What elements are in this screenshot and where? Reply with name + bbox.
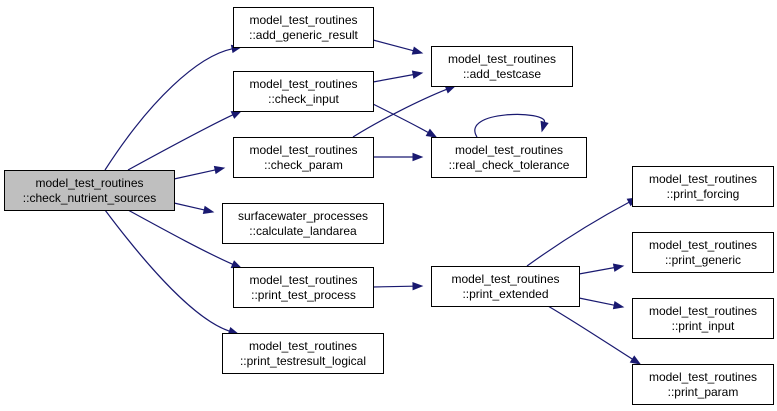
node-box <box>233 137 374 178</box>
node-routine-label: ::print_forcing <box>667 187 740 201</box>
node-routine-label: ::print_extended <box>462 287 548 301</box>
node-box <box>233 71 374 112</box>
edge-layer <box>104 39 642 365</box>
arrowhead-check_input-to-real_check_tolerance <box>425 128 438 138</box>
edge-check_param-to-add_testcase <box>352 88 447 138</box>
node-box <box>222 333 384 374</box>
node-box <box>222 203 384 244</box>
node-module-label: model_test_routines <box>249 13 357 27</box>
node-module-label: model_test_routines <box>649 370 757 384</box>
node-box <box>632 166 774 207</box>
node-module-label: model_test_routines <box>249 339 357 353</box>
node-box <box>632 298 774 339</box>
node-routine-label: ::add_generic_result <box>249 28 358 42</box>
node-print_param[interactable]: model_test_routines::print_param <box>632 364 774 405</box>
node-box <box>431 137 587 178</box>
arrowhead-print_extended-to-print_generic <box>612 263 625 272</box>
node-box <box>431 46 573 87</box>
node-module-label: model_test_routines <box>649 172 757 186</box>
node-print_forcing[interactable]: model_test_routines::print_forcing <box>632 166 774 207</box>
edge-real_check_tolerance-to-real_check_tolerance <box>474 113 546 138</box>
node-module-label: model_test_routines <box>649 238 757 252</box>
node-routine-label: ::print_generic <box>665 253 741 267</box>
arrowhead-check_nutrient_sources-to-calculate_landarea <box>202 205 215 214</box>
node-check_nutrient_sources[interactable]: model_test_routines::check_nutrient_sour… <box>4 170 175 211</box>
node-module-label: model_test_routines <box>451 272 559 286</box>
node-check_input[interactable]: model_test_routines::check_input <box>233 71 374 112</box>
node-box <box>233 267 374 308</box>
edge-check_input-to-real_check_tolerance <box>372 103 429 134</box>
node-routine-label: ::add_testcase <box>463 67 541 81</box>
node-routine-label: ::print_test_process <box>251 288 356 302</box>
edge-check_nutrient_sources-to-check_param <box>173 169 216 180</box>
node-print_input[interactable]: model_test_routines::print_input <box>632 298 774 339</box>
node-print_extended[interactable]: model_test_routines::print_extended <box>431 266 580 307</box>
node-module-label: model_test_routines <box>448 52 556 66</box>
edge-check_nutrient_sources-to-check_input <box>127 114 234 171</box>
arrowhead-check_nutrient_sources-to-print_test_process <box>230 260 243 269</box>
node-add_generic_result[interactable]: model_test_routines::add_generic_result <box>233 7 374 48</box>
node-print_generic[interactable]: model_test_routines::print_generic <box>632 232 774 273</box>
edge-check_nutrient_sources-to-print_testresult_logical <box>104 209 230 332</box>
node-box <box>4 170 175 211</box>
edge-check_nutrient_sources-to-print_test_process <box>127 209 234 265</box>
node-module-label: surfacewater_processes <box>238 209 368 223</box>
node-routine-label: ::print_testresult_logical <box>240 354 366 368</box>
edge-add_generic_result-to-add_testcase <box>372 39 414 52</box>
edge-check_nutrient_sources-to-calculate_landarea <box>173 202 205 211</box>
edge-print_extended-to-print_generic <box>578 267 615 275</box>
arrowhead-print_extended-to-print_param <box>629 355 642 365</box>
node-routine-label: ::check_param <box>264 158 343 172</box>
node-box <box>233 7 374 48</box>
arrowhead-check_nutrient_sources-to-check_param <box>213 165 226 175</box>
node-box <box>431 266 580 307</box>
arrowhead-check_input-to-add_testcase <box>411 70 424 79</box>
edge-print_extended-to-print_input <box>578 297 615 306</box>
node-routine-label: ::calculate_landarea <box>249 224 357 238</box>
node-real_check_tolerance[interactable]: model_test_routines::real_check_toleranc… <box>431 137 587 178</box>
node-module-label: model_test_routines <box>35 176 143 190</box>
arrowhead-real_check_tolerance-to-real_check_tolerance <box>540 120 549 133</box>
edge-check_nutrient_sources-to-add_generic_result <box>104 48 233 171</box>
arrowhead-add_generic_result-to-add_testcase <box>411 46 424 55</box>
arrowhead-check_nutrient_sources-to-check_input <box>230 110 243 119</box>
node-add_testcase[interactable]: model_test_routines::add_testcase <box>431 46 573 87</box>
node-module-label: model_test_routines <box>249 143 357 157</box>
node-module-label: model_test_routines <box>455 143 563 157</box>
node-check_param[interactable]: model_test_routines::check_param <box>233 137 374 178</box>
edge-print_extended-to-print_param <box>547 305 633 360</box>
node-calculate_landarea[interactable]: surfacewater_processes::calculate_landar… <box>222 203 384 244</box>
node-print_testresult_logical[interactable]: model_test_routines::print_testresult_lo… <box>222 333 384 374</box>
node-module-label: model_test_routines <box>649 304 757 318</box>
node-layer: model_test_routines::check_nutrient_sour… <box>4 7 774 405</box>
edge-print_test_process-to-print_extended <box>372 285 414 288</box>
edge-check_input-to-add_testcase <box>372 74 414 83</box>
arrowhead-print_test_process-to-print_extended <box>412 281 424 291</box>
node-routine-label: ::print_input <box>672 319 735 333</box>
node-routine-label: ::print_param <box>668 385 739 399</box>
arrowhead-print_extended-to-print_input <box>612 300 625 310</box>
node-routine-label: ::real_check_tolerance <box>449 158 570 172</box>
node-module-label: model_test_routines <box>249 273 357 287</box>
node-routine-label: ::check_input <box>268 92 339 106</box>
node-routine-label: ::check_nutrient_sources <box>23 191 156 205</box>
node-print_test_process[interactable]: model_test_routines::print_test_process <box>233 267 374 308</box>
edge-print_extended-to-print_forcing <box>526 201 630 267</box>
arrowhead-check_param-to-real_check_tolerance <box>412 152 424 162</box>
node-module-label: model_test_routines <box>249 77 357 91</box>
node-box <box>632 232 774 273</box>
node-box <box>632 364 774 405</box>
